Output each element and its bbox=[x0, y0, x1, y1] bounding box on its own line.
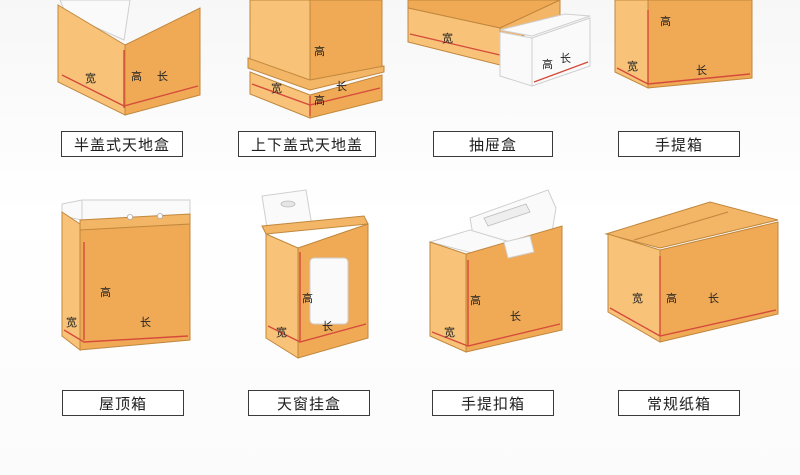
box-item-window-hanging: 高 宽 长 天窗挂盒 bbox=[200, 189, 400, 430]
box-name-label: 常规纸箱 bbox=[618, 390, 740, 416]
dim-width-label: 宽 bbox=[444, 325, 455, 339]
regular-carton-illustration: 宽 高 长 bbox=[604, 201, 779, 343]
box-name-label: 手提箱 bbox=[618, 131, 740, 157]
dim-length-label: 长 bbox=[322, 320, 333, 333]
dim-height-label: 高 bbox=[314, 93, 325, 107]
dim-height-label: 高 bbox=[666, 291, 677, 305]
box-name-label: 手提扣箱 bbox=[432, 390, 554, 416]
dim-height-label: 高 bbox=[100, 285, 111, 299]
box-name-label: 上下盖式天地盖 bbox=[238, 131, 376, 157]
window-hanging-box-illustration: 高 宽 长 bbox=[261, 189, 369, 359]
box-name-label: 屋顶箱 bbox=[62, 390, 184, 416]
dim-height-label: 高 bbox=[660, 14, 671, 28]
dim-width-label: 宽 bbox=[271, 81, 282, 95]
dim-width-label: 宽 bbox=[627, 59, 638, 73]
box-name-label: 抽屉盒 bbox=[433, 131, 553, 157]
dim-width-label: 宽 bbox=[66, 315, 77, 329]
dim-height-label: 高 bbox=[314, 44, 325, 58]
buckle-carry-box-illustration: 高 宽 长 bbox=[428, 189, 563, 353]
dim-height-label: 高 bbox=[302, 291, 313, 305]
half-lid-box-illustration: 宽 高 长 bbox=[57, 0, 201, 116]
dim-length-label: 长 bbox=[510, 310, 521, 323]
dim-length-label: 长 bbox=[157, 70, 168, 83]
dim-width-label: 宽 bbox=[85, 71, 96, 85]
box-item-regular-carton: 宽 高 长 常规纸箱 bbox=[600, 190, 800, 430]
top-bottom-lid-box-illustration: 高 宽 高 长 bbox=[247, 0, 385, 119]
box-item-top-bottom-lid: 高 宽 高 长 上下盖式天地盖 bbox=[200, 0, 400, 170]
dim-width-label: 宽 bbox=[276, 325, 287, 339]
carry-case-illustration: 高 宽 长 bbox=[614, 0, 753, 89]
dim-length-label: 长 bbox=[696, 64, 707, 77]
dim-width-label: 宽 bbox=[442, 31, 453, 45]
box-name-label: 天窗挂盒 bbox=[248, 390, 370, 416]
dim-length-label: 长 bbox=[336, 80, 347, 93]
box-item-carry-case: 高 宽 长 手提箱 bbox=[600, 0, 800, 170]
box-item-drawer: 宽 高 长 抽屉盒 bbox=[400, 0, 600, 170]
dim-length-label: 长 bbox=[708, 292, 719, 305]
box-item-roof: 高 宽 长 屋顶箱 bbox=[0, 190, 200, 430]
drawer-box-illustration: 宽 高 长 bbox=[407, 0, 591, 87]
box-item-half-lid: 宽 高 长 半盖式天地盒 bbox=[0, 0, 201, 170]
dim-height-label: 高 bbox=[131, 69, 142, 83]
dim-length-label: 长 bbox=[140, 316, 151, 329]
dim-height-label: 高 bbox=[542, 57, 553, 71]
dim-width-label: 宽 bbox=[632, 291, 643, 305]
box-name-label: 半盖式天地盒 bbox=[61, 131, 183, 157]
dim-length-label: 长 bbox=[560, 52, 571, 65]
box-item-buckle-carry: 高 宽 长 手提扣箱 bbox=[400, 189, 600, 430]
dim-height-label: 高 bbox=[470, 293, 481, 307]
roof-box-illustration: 高 宽 长 bbox=[61, 199, 191, 352]
